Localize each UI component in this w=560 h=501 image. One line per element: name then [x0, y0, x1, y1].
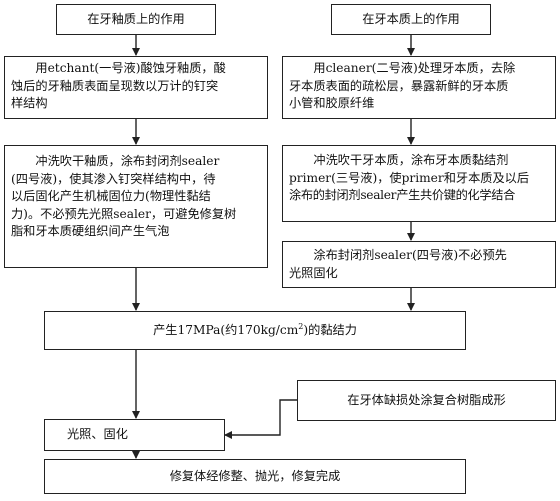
cure-text: 光照、固化: [67, 427, 128, 442]
right-step2-line-1: 冲洗吹干牙本质，涂布牙本质黏结剂: [313, 153, 509, 167]
left-header-box: 在牙釉质上的作用: [56, 4, 216, 35]
finish-box: 修复体经修整、抛光，修复完成: [44, 459, 466, 494]
left-step2-line-4: 力)。不必预先光照sealer，可避免修复树: [11, 206, 237, 221]
finish-text: 修复体经修整、抛光，修复完成: [169, 468, 341, 483]
left-step2-line-5: 脂和牙本质硬组织间产生气泡: [11, 224, 170, 238]
left-step1-line-2: 蚀后的牙釉质表面呈现数以万计的钉突: [11, 78, 219, 93]
right-step3-line-1: 涂布封闭剂sealer(四号液)不必预先: [313, 248, 507, 262]
left-step2-line-3: 以后固化产生机械固位力(物理性黏结: [11, 189, 211, 203]
left-step1-line-1: 用etchant(一号液)酸蚀牙釉质，酸: [35, 61, 226, 75]
right-step3-line-2: 光照固化: [289, 265, 338, 280]
right-header-box: 在牙本质上的作用: [331, 4, 491, 35]
resin-fill-text: 在牙体缺损处涂复合树脂成形: [347, 392, 506, 407]
right-step1-box: 用cleaner(二号液)处理牙本质，去除 牙本质表面的疏松层，暴露新鲜的牙本质…: [282, 56, 556, 119]
cure-box: 光照、固化: [44, 419, 225, 451]
left-step2-box: 冲洗吹干釉质，涂布封闭剂sealer (四号液)，使其渗入钉突样结构中，待 以后…: [4, 145, 268, 268]
right-step3-box: 涂布封闭剂sealer(四号液)不必预先 光照固化: [282, 241, 556, 288]
arrow-resin-to-cure: [224, 399, 297, 439]
bond-force-text: 产生17MPa(约170kg/cm2)的黏结力: [153, 322, 357, 340]
left-step2-line-1: 冲洗吹干釉质，涂布封闭剂sealer: [35, 154, 220, 168]
left-header-text: 在牙釉质上的作用: [87, 11, 185, 26]
right-step1-line-2: 牙本质表面的疏松层，暴露新鲜的牙本质: [289, 78, 509, 93]
right-header-text: 在牙本质上的作用: [362, 11, 460, 26]
bond-force-suffix: )的黏结力: [303, 322, 357, 337]
right-step1-line-3: 小管和胶原纤维: [289, 96, 375, 110]
left-step1-box: 用etchant(一号液)酸蚀牙釉质，酸 蚀后的牙釉质表面呈现数以万计的钉突 样…: [4, 56, 268, 119]
bond-force-prefix: 产生17MPa(约170kg/cm: [153, 322, 299, 337]
right-step1-line-1: 用cleaner(二号液)处理牙本质，去除: [313, 61, 516, 75]
right-step2-box: 冲洗吹干牙本质，涂布牙本质黏结剂 primer(三号液)，使primer和牙本质…: [282, 145, 556, 222]
right-step2-line-3: 涂布的封闭剂sealer产生共价键的化学结合: [289, 188, 516, 202]
bond-force-box: 产生17MPa(约170kg/cm2)的黏结力: [44, 311, 466, 350]
resin-fill-box: 在牙体缺损处涂复合树脂成形: [297, 380, 556, 421]
left-step1-line-3: 样结构: [11, 96, 48, 110]
right-step2-line-2: primer(三号液)，使primer和牙本质及以后: [289, 170, 530, 185]
bond-force-exponent: 2: [298, 321, 304, 331]
left-step2-line-2: (四号液)，使其渗入钉突样结构中，待: [11, 171, 216, 186]
